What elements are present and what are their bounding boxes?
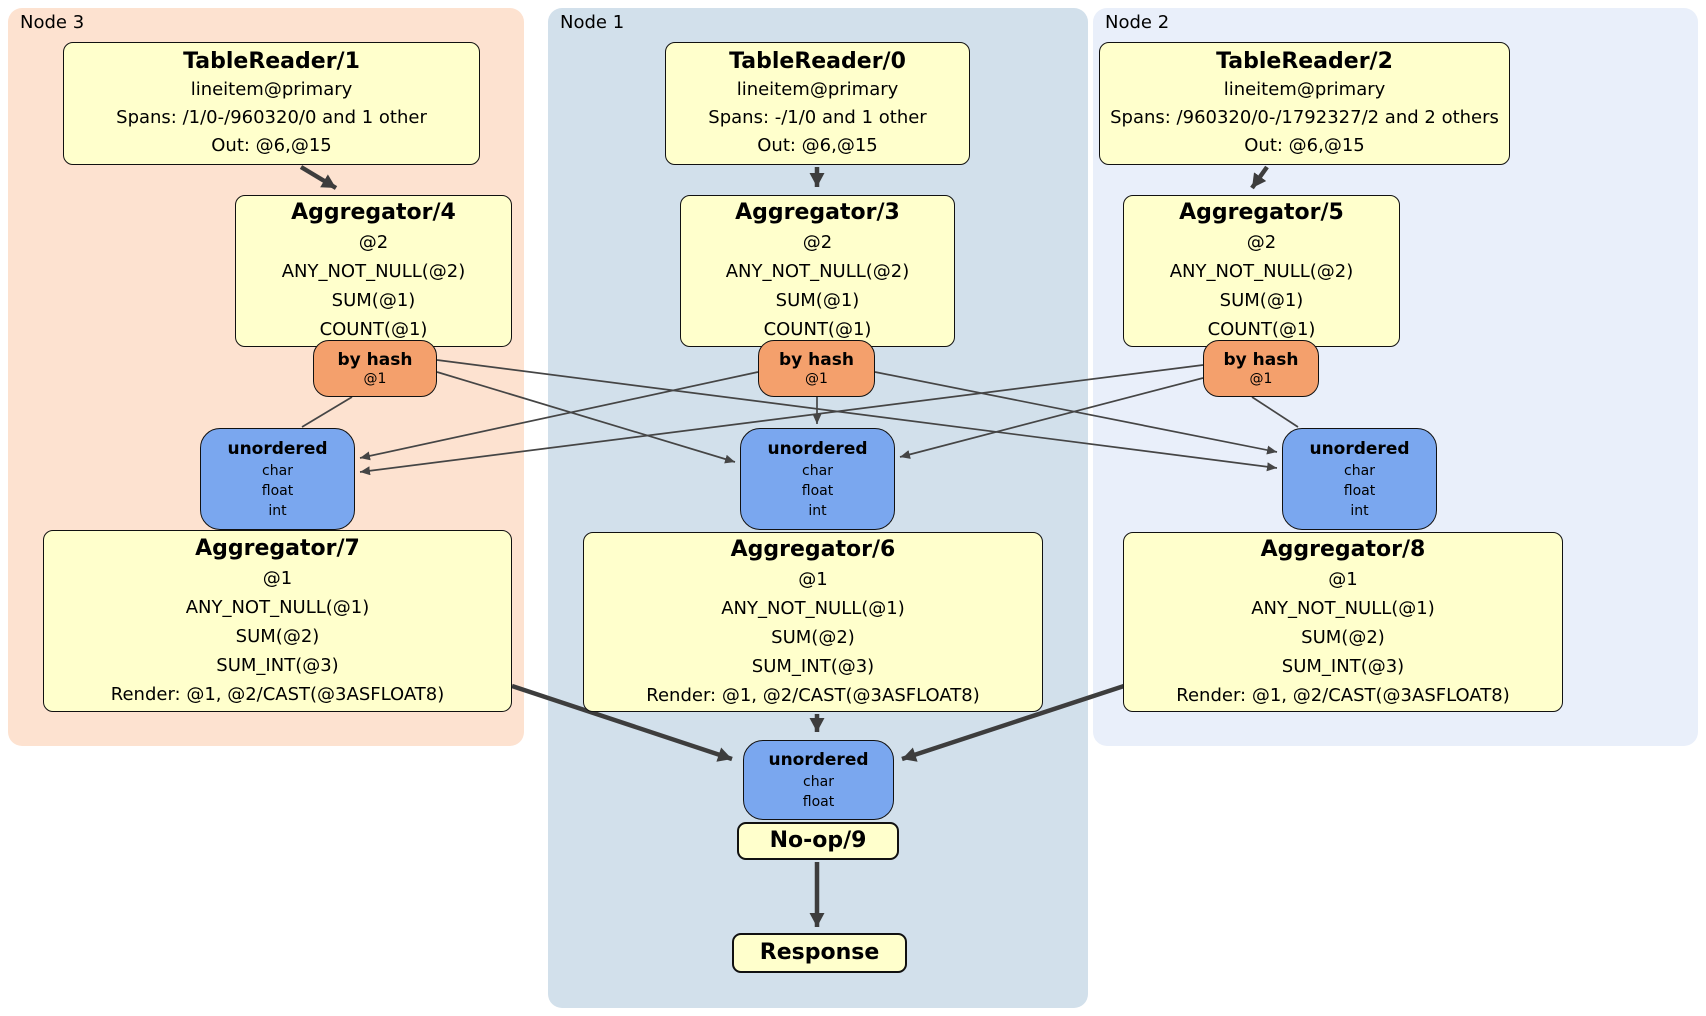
processor-aggregator7: Aggregator/7 @1 ANY_NOT_NULL(@1) SUM(@2)… — [43, 530, 512, 712]
sync-unordered-final: unordered char float — [743, 740, 894, 820]
processor-detail: Out: @6,@15 — [757, 134, 878, 156]
processor-detail: @2 — [802, 232, 833, 253]
processor-noop9: No-op/9 — [737, 822, 899, 860]
processor-detail: @2 — [1246, 232, 1277, 253]
processor-detail: SUM(@1) — [1219, 290, 1304, 311]
processor-detail: ANY_NOT_NULL(@1) — [185, 596, 370, 618]
sync-title: unordered — [227, 438, 328, 459]
processor-detail: COUNT(@1) — [1207, 319, 1316, 340]
processor-detail: Render: @1, @2/CAST(@3ASFLOAT8) — [646, 684, 980, 706]
panel-node2-label: Node 2 — [1105, 12, 1170, 33]
processor-detail: SUM(@1) — [331, 290, 416, 311]
processor-title: Aggregator/4 — [291, 200, 456, 225]
processor-detail: Render: @1, @2/CAST(@3ASFLOAT8) — [110, 683, 445, 705]
sync-column: float — [261, 482, 294, 499]
sync-title: unordered — [767, 438, 868, 459]
processor-detail: Spans: /960320/0-/1792327/2 and 2 others — [1110, 106, 1499, 128]
processor-detail: Spans: /1/0-/960320/0 and 1 other — [116, 106, 427, 128]
processor-detail: Out: @6,@15 — [211, 134, 332, 156]
processor-aggregator3: Aggregator/3 @2 ANY_NOT_NULL(@2) SUM(@1)… — [680, 195, 955, 347]
processor-detail: lineitem@primary — [736, 78, 899, 100]
sync-column: float — [802, 793, 835, 810]
sync-title: unordered — [1309, 438, 1410, 459]
processor-tablereader0: TableReader/0 lineitem@primary Spans: -/… — [665, 42, 970, 165]
processor-aggregator5: Aggregator/5 @2 ANY_NOT_NULL(@2) SUM(@1)… — [1123, 195, 1400, 347]
sync-column: float — [801, 482, 834, 499]
processor-detail: ANY_NOT_NULL(@2) — [725, 261, 910, 282]
processor-title: TableReader/0 — [729, 48, 906, 74]
processor-detail: SUM(@2) — [235, 625, 320, 647]
router-title: by hash — [337, 349, 413, 370]
sync-column: int — [808, 502, 827, 519]
sync-title: unordered — [768, 749, 869, 770]
processor-aggregator8: Aggregator/8 @1 ANY_NOT_NULL(@1) SUM(@2)… — [1123, 532, 1563, 712]
processor-aggregator6: Aggregator/6 @1 ANY_NOT_NULL(@1) SUM(@2)… — [583, 532, 1043, 712]
processor-detail: @2 — [358, 232, 389, 253]
processor-detail: @1 — [798, 568, 828, 590]
sync-unordered-node3: unordered char float int — [200, 428, 355, 530]
processor-detail: @1 — [262, 567, 293, 589]
sync-column: char — [803, 773, 834, 790]
processor-title: Aggregator/3 — [735, 200, 900, 225]
processor-title: TableReader/2 — [1216, 48, 1393, 74]
processor-detail: Out: @6,@15 — [1244, 134, 1365, 156]
processor-aggregator4: Aggregator/4 @2 ANY_NOT_NULL(@2) SUM(@1)… — [235, 195, 512, 347]
processor-detail: lineitem@primary — [190, 78, 353, 100]
router-hash-node3: by hash @1 — [313, 340, 437, 397]
router-detail: @1 — [363, 370, 387, 387]
processor-detail: SUM_INT(@3) — [1281, 655, 1405, 677]
processor-tablereader2: TableReader/2 lineitem@primary Spans: /9… — [1099, 42, 1510, 165]
processor-title: Aggregator/7 — [195, 535, 360, 561]
processor-title: TableReader/1 — [183, 48, 360, 74]
processor-title: Aggregator/8 — [1260, 536, 1426, 562]
processor-title: Response — [759, 940, 880, 965]
router-hash-node1: by hash @1 — [758, 340, 875, 397]
processor-title: Aggregator/6 — [730, 536, 896, 562]
router-title: by hash — [779, 349, 854, 370]
processor-detail: ANY_NOT_NULL(@1) — [1251, 597, 1435, 619]
sync-column: char — [262, 462, 293, 479]
sync-column: char — [802, 462, 833, 479]
router-detail: @1 — [805, 370, 828, 387]
panel-node1-label: Node 1 — [560, 12, 625, 33]
processor-detail: SUM(@1) — [775, 290, 860, 311]
processor-detail: @1 — [1328, 568, 1358, 590]
sync-unordered-node1: unordered char float int — [740, 428, 895, 530]
processor-detail: SUM(@2) — [771, 626, 855, 648]
sync-column: int — [1350, 502, 1369, 519]
processor-detail: SUM_INT(@3) — [751, 655, 875, 677]
processor-detail: ANY_NOT_NULL(@1) — [721, 597, 905, 619]
processor-title: No-op/9 — [769, 828, 867, 853]
processor-detail: COUNT(@1) — [319, 319, 428, 340]
processor-detail: Render: @1, @2/CAST(@3ASFLOAT8) — [1176, 684, 1510, 706]
sync-unordered-node2: unordered char float int — [1282, 428, 1437, 530]
router-hash-node2: by hash @1 — [1203, 340, 1319, 397]
processor-detail: ANY_NOT_NULL(@2) — [281, 261, 466, 282]
processor-tablereader1: TableReader/1 lineitem@primary Spans: /1… — [63, 42, 480, 165]
processor-detail: SUM_INT(@3) — [216, 654, 339, 676]
processor-detail: Spans: -/1/0 and 1 other — [708, 106, 927, 128]
router-detail: @1 — [1249, 370, 1273, 387]
processor-detail: COUNT(@1) — [763, 319, 872, 340]
processor-title: Aggregator/5 — [1179, 200, 1344, 225]
processor-detail: ANY_NOT_NULL(@2) — [1169, 261, 1354, 282]
sync-column: float — [1343, 482, 1376, 499]
processor-response: Response — [732, 933, 907, 973]
processor-detail: SUM(@2) — [1301, 626, 1385, 648]
processor-detail: lineitem@primary — [1223, 78, 1386, 100]
sync-column: int — [268, 502, 287, 519]
panel-node3-label: Node 3 — [20, 12, 85, 33]
sync-column: char — [1344, 462, 1375, 479]
router-title: by hash — [1223, 349, 1299, 370]
